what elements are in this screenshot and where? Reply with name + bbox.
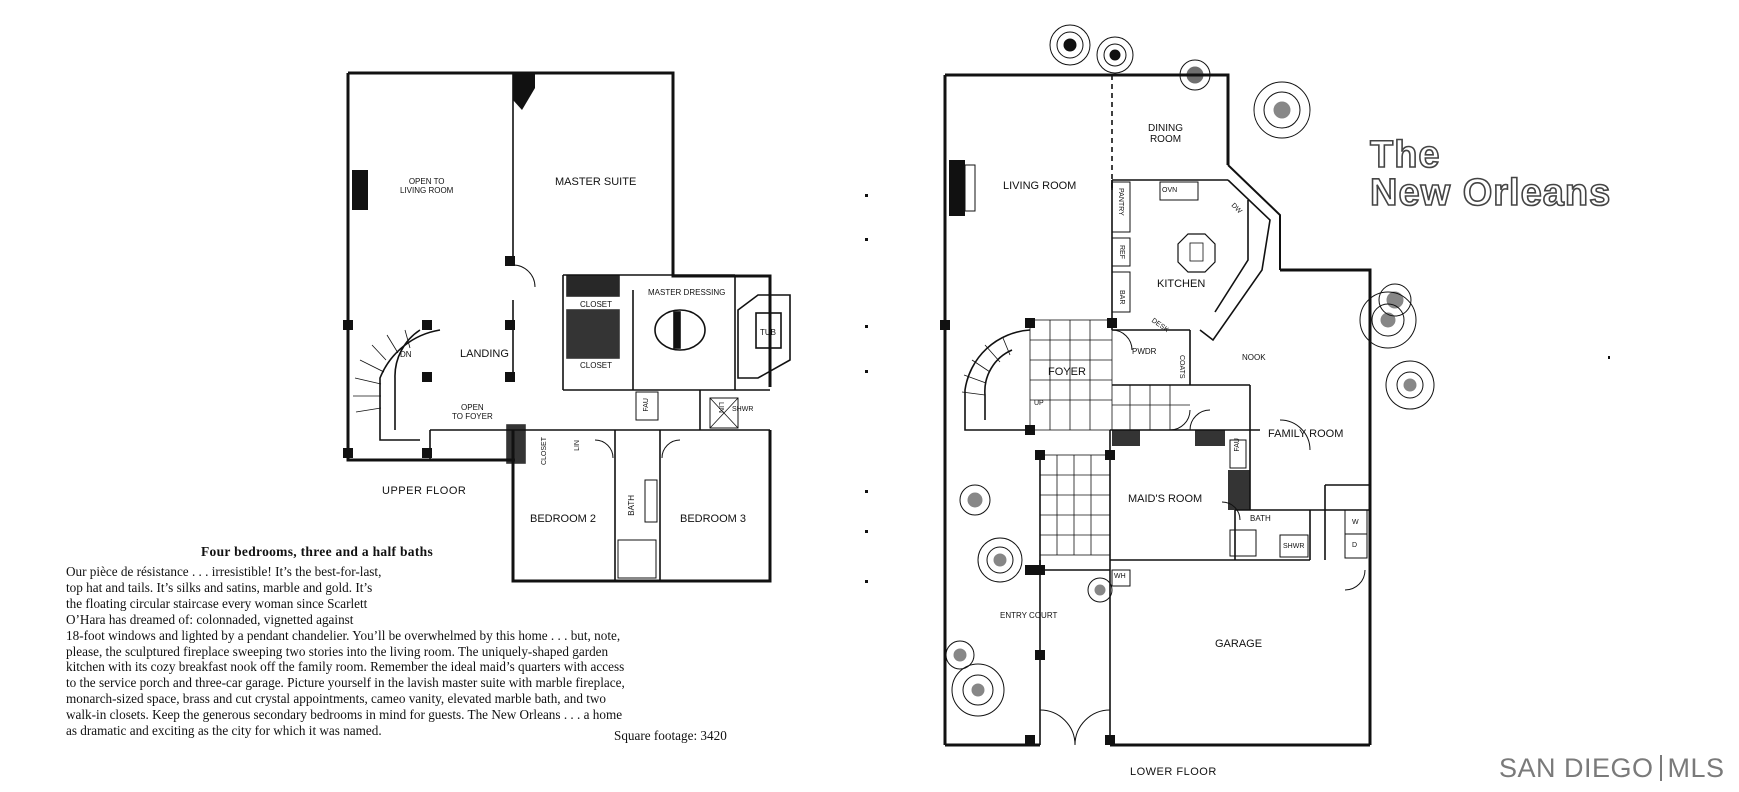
description-line: monarch-sized space, brass and cut cryst… xyxy=(66,691,607,707)
description-line: to the service porch and three-car garag… xyxy=(66,675,625,691)
san-diego-mls-watermark: SAN DIEGO MLS xyxy=(1499,753,1725,784)
room-label-living-room: LIVING ROOM xyxy=(1003,180,1077,192)
room-label-master-suite: MASTER SUITE xyxy=(555,176,637,188)
room-label-ovn: OVN xyxy=(1162,187,1178,194)
description: Our pièce de résistance . . . irresistib… xyxy=(66,564,764,739)
room-label-master-dressing: MASTER DRESSING xyxy=(648,288,726,297)
lower-floor-plan xyxy=(940,73,1372,747)
room-label-wh: WH xyxy=(1114,573,1126,580)
plan-title-line-1: The xyxy=(1369,134,1441,176)
room-label-bedroom-2: BEDROOM 2 xyxy=(530,513,597,525)
room-label-tub: TUB xyxy=(760,328,776,337)
upper-floor-plan xyxy=(343,71,791,583)
room-label-foyer: FOYER xyxy=(1048,366,1086,378)
stair-label-up: UP xyxy=(1034,400,1044,407)
plan-title: The New Orleans xyxy=(1369,134,1612,214)
description-line: please, the sculptured fireplace sweepin… xyxy=(66,643,609,659)
upper-floor-caption: UPPER FLOOR xyxy=(382,485,467,497)
headline: Four bedrooms, three and a half baths xyxy=(201,544,434,559)
room-label-closet-lower: CLOSET xyxy=(541,437,548,466)
room-label-coats: COATS xyxy=(1178,355,1185,379)
room-label-washer: W xyxy=(1352,519,1359,526)
room-label-lin: LIN xyxy=(574,440,581,451)
room-label-shwr-upper: SHWR xyxy=(732,406,754,413)
watermark-left: SAN DIEGO xyxy=(1499,753,1654,783)
room-label-closet-middle: CLOSET xyxy=(580,361,613,370)
description-line: Our pièce de résistance . . . irresistib… xyxy=(66,564,382,579)
room-label-open-to-living-room: OPEN TO LIVING ROOM xyxy=(400,177,454,195)
watermark-right: MLS xyxy=(1667,753,1725,783)
description-line: top hat and tails. It’s silks and satins… xyxy=(66,579,373,595)
description-line: walk-in closets. Keep the generous secon… xyxy=(66,707,623,723)
description-line: 18-foot windows and lighted by a pendant… xyxy=(66,627,621,643)
room-label-pantry: PANTRY xyxy=(1117,188,1124,216)
square-footage: Square footage: 3420 xyxy=(614,728,727,743)
room-label-nook: NOOK xyxy=(1242,353,1266,362)
lower-floor-caption: LOWER FLOOR xyxy=(1130,766,1217,778)
stair-label-dn: DN xyxy=(400,350,412,359)
room-label-maids-room: MAID'S ROOM xyxy=(1128,493,1203,505)
room-label-dining-room: DINING ROOM xyxy=(1148,123,1183,145)
room-label-closet-upper: CLOSET xyxy=(580,300,613,309)
room-label-garage: GARAGE xyxy=(1215,638,1263,650)
watermark-separator xyxy=(1659,755,1662,781)
room-label-ref: REF xyxy=(1118,245,1125,259)
room-label-bath-upper: BATH xyxy=(627,495,636,516)
room-label-bedroom-3: BEDROOM 3 xyxy=(680,513,747,525)
room-label-bath-lower: BATH xyxy=(1250,514,1271,523)
room-label-fau-lower: FAU xyxy=(1234,438,1241,452)
room-label-lin-upper: LIN xyxy=(717,402,724,413)
room-label-bar: BAR xyxy=(1118,290,1125,305)
room-label-landing: LANDING xyxy=(460,348,509,360)
description-line: as dramatic and exciting as the city for… xyxy=(66,723,382,739)
room-label-kitchen: KITCHEN xyxy=(1157,278,1206,290)
description-line: O’Hara has dreamed of: colonnaded, vigne… xyxy=(66,611,354,627)
room-label-family-room: FAMILY ROOM xyxy=(1268,428,1344,440)
plan-title-line-2: New Orleans xyxy=(1369,172,1612,214)
description-line: kitchen with its cozy breakfast nook off… xyxy=(66,659,625,675)
room-label-open-to-foyer: OPEN TO FOYER xyxy=(452,403,493,421)
room-label-fau-upper: FAU xyxy=(643,398,650,412)
room-label-dryer: D xyxy=(1352,542,1358,549)
room-label-pwdr: PWDR xyxy=(1132,347,1157,356)
description-line: the floating circular staircase every wo… xyxy=(66,595,368,611)
room-label-entry-court: ENTRY COURT xyxy=(1000,611,1058,620)
room-label-shwr-lower: SHWR xyxy=(1283,543,1305,550)
tree-icon xyxy=(945,24,1435,717)
